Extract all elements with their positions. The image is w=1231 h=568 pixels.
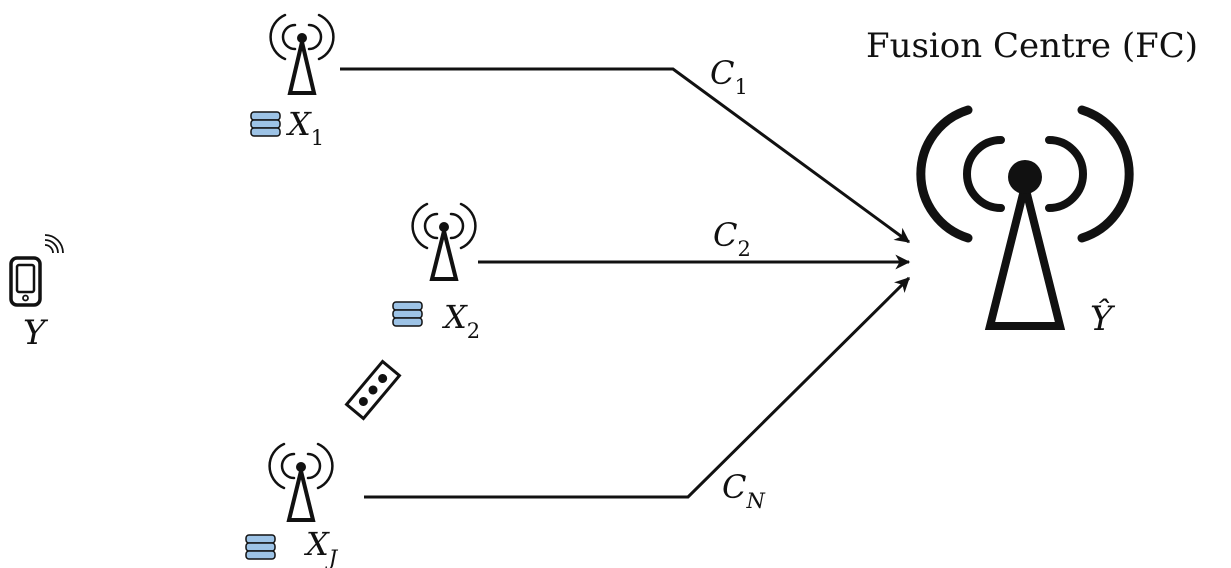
link-n-line — [364, 276, 911, 499]
link-n-symbol: C — [722, 468, 746, 506]
node-2-database-icon — [392, 301, 423, 327]
fusion-centre-title: Fusion Centre (FC) — [866, 26, 1198, 66]
node-j-symbol: X — [303, 525, 330, 563]
link-1-label: C1 — [710, 54, 748, 99]
node-1-symbol: X — [285, 105, 312, 143]
link-1-subscript: 1 — [734, 75, 747, 99]
node-j-database-icon — [245, 534, 276, 560]
node-1-subscript: 1 — [311, 126, 324, 150]
node-2-label: X2 — [441, 298, 480, 343]
node-1-antenna-icon — [269, 13, 335, 95]
link-2-subscript: 2 — [737, 237, 750, 261]
link-1-line — [340, 67, 911, 244]
source-label: Y — [23, 313, 49, 353]
link-1-symbol: C — [710, 54, 734, 92]
fusion-centre-antenna-icon — [916, 105, 1134, 330]
node-2-subscript: 2 — [467, 319, 480, 343]
node-1-database-icon — [250, 111, 281, 137]
vertical-dots-icon — [344, 359, 402, 421]
links — [340, 67, 911, 499]
link-n-subscript: N — [745, 489, 765, 513]
node-j-subscript: J — [325, 546, 339, 568]
link-2-label: C2 — [713, 216, 751, 261]
node-j-antenna-icon — [268, 442, 334, 522]
link-2-symbol: C — [713, 216, 737, 254]
smartphone-icon — [9, 234, 64, 307]
link-n-label: CN — [722, 468, 765, 513]
fusion-centre-output-label: Ŷ — [1090, 298, 1116, 339]
node-1-label: X1 — [285, 105, 324, 150]
node-2-antenna-icon — [411, 202, 477, 281]
node-j-label: XJ — [303, 525, 339, 568]
node-2-symbol: X — [441, 298, 468, 336]
